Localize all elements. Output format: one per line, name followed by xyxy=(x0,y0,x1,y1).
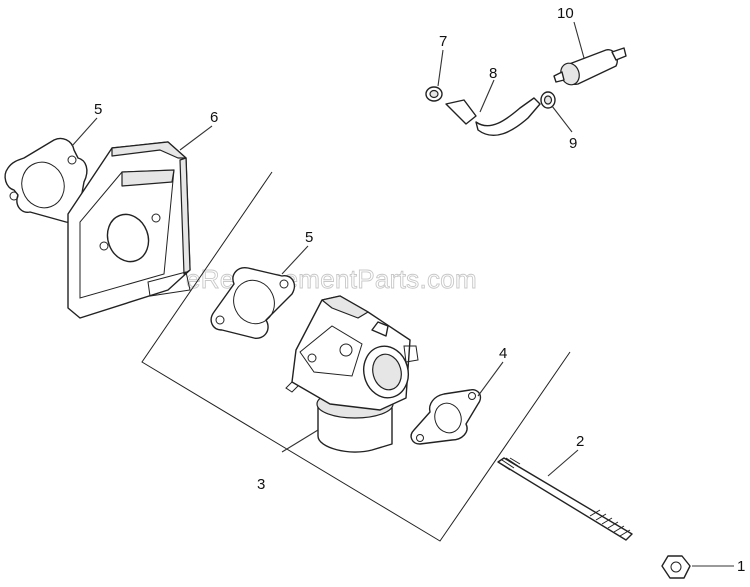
callout-2: 2 xyxy=(576,433,584,450)
leader-2 xyxy=(547,449,579,477)
leader-7 xyxy=(437,49,444,87)
leader-4 xyxy=(477,361,504,397)
fuel-filter-part-10[interactable] xyxy=(553,47,627,87)
callout-3: 3 xyxy=(257,476,265,493)
carburetor-part-3[interactable] xyxy=(285,295,419,453)
assembly-bracket xyxy=(141,171,571,542)
air-cleaner-base-part-6[interactable] xyxy=(67,141,191,319)
clamp-part-7[interactable] xyxy=(425,86,443,102)
gasket-part-5-middle[interactable] xyxy=(210,267,296,339)
leader-3 xyxy=(281,429,319,453)
callout-5-upper: 5 xyxy=(94,101,102,118)
nut-part-1[interactable] xyxy=(661,555,691,579)
clamp-part-9[interactable] xyxy=(540,91,556,109)
leader-8 xyxy=(479,79,495,113)
leader-10 xyxy=(573,21,585,59)
leader-6 xyxy=(179,125,213,151)
leader-5-middle xyxy=(281,245,309,275)
callout-4: 4 xyxy=(499,345,507,362)
stud-part-2[interactable] xyxy=(497,457,633,541)
callout-6: 6 xyxy=(210,109,218,126)
callout-7: 7 xyxy=(439,33,447,50)
leader-9 xyxy=(551,105,573,133)
gasket-part-4[interactable] xyxy=(410,389,482,445)
leader-5-upper xyxy=(71,117,98,147)
fuel-line-part-8[interactable] xyxy=(445,97,541,136)
callout-1: 1 xyxy=(737,558,745,575)
callout-9: 9 xyxy=(569,135,577,152)
callout-8: 8 xyxy=(489,65,497,82)
callout-5-middle: 5 xyxy=(305,229,313,246)
callout-10: 10 xyxy=(557,5,574,22)
